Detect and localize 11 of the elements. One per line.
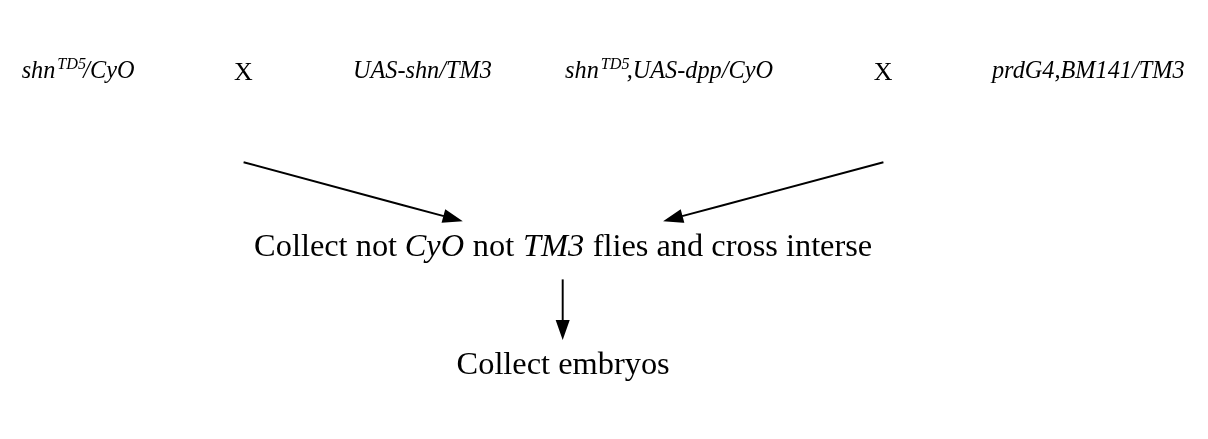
node-text: Collect embryos bbox=[456, 344, 670, 381]
arrow bbox=[663, 160, 885, 223]
node-text: prdG4,BM141/TM3 bbox=[991, 55, 1185, 83]
label: X bbox=[873, 56, 893, 86]
node-text: shn$^{TD5}$/CyO bbox=[21, 54, 135, 83]
node-text: Collect not CyO not TM3 flies and cross interse bbox=[254, 226, 873, 263]
node-text: UAS-shn/TM3 bbox=[352, 55, 492, 83]
label: X bbox=[233, 56, 253, 86]
arrow bbox=[555, 277, 570, 340]
arrow bbox=[242, 160, 463, 223]
node-text: shn$^{TD5}$,UAS-dpp/CyO bbox=[565, 54, 774, 83]
